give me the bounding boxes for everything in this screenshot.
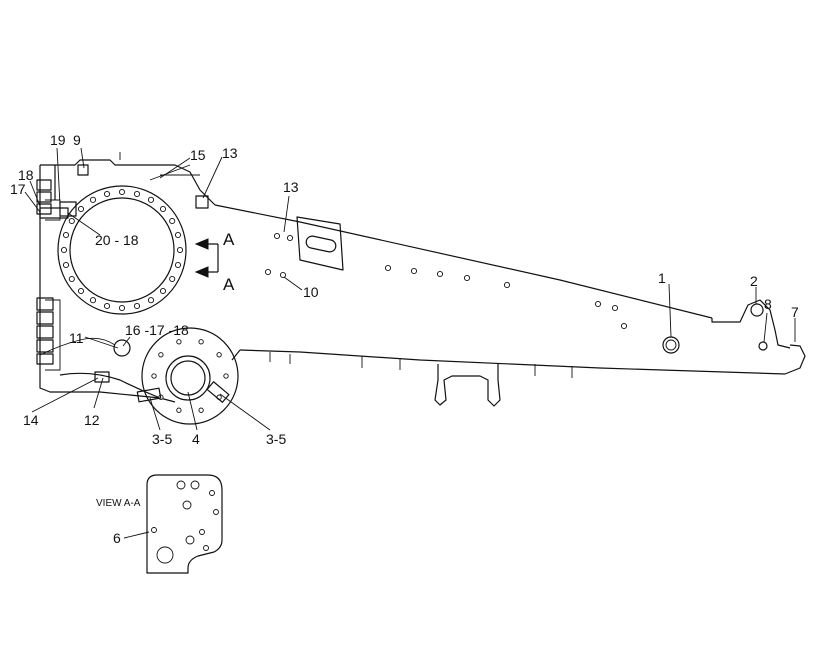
bolt-hole bbox=[198, 407, 204, 413]
arm-hole bbox=[279, 271, 287, 279]
arm-hole bbox=[594, 300, 602, 308]
bolt-hole bbox=[216, 352, 222, 358]
fittings bbox=[77, 164, 230, 403]
callout-4: 4 bbox=[192, 431, 200, 447]
arm-hole bbox=[436, 270, 444, 278]
bolt-hole bbox=[103, 190, 111, 198]
callout-labels: 1 2 7 8 9 10 11 12 13 13 14 15 16 -17 -1… bbox=[10, 132, 799, 546]
bolt-hole bbox=[68, 217, 75, 225]
bolt-hole bbox=[176, 246, 184, 254]
callout-7: 7 bbox=[791, 304, 799, 320]
arm-hole bbox=[611, 304, 619, 312]
arm-hole bbox=[264, 268, 272, 276]
bolt-hole bbox=[133, 302, 141, 310]
bolt-hole bbox=[174, 261, 182, 269]
bolt-hole bbox=[151, 373, 157, 379]
bolt-hole bbox=[174, 231, 182, 239]
small-bore-flange bbox=[141, 327, 239, 425]
callout-14: 14 bbox=[23, 412, 39, 428]
callout-15: 15 bbox=[190, 147, 206, 163]
section-arrow-top-label: A bbox=[223, 230, 235, 249]
bolt-hole bbox=[103, 302, 111, 310]
bolt-hole bbox=[68, 275, 75, 283]
arm-hole bbox=[620, 322, 628, 330]
bolt-hole bbox=[60, 246, 68, 254]
view-label: VIEW A-A bbox=[96, 498, 141, 509]
bolt-hole bbox=[198, 339, 204, 345]
bolt-hole bbox=[223, 373, 229, 379]
arm-hole bbox=[273, 232, 281, 240]
callout-13-top: 13 bbox=[222, 145, 238, 161]
arm-holes bbox=[264, 232, 628, 330]
large-bore-flange bbox=[57, 185, 187, 315]
bolt-hole bbox=[147, 196, 155, 203]
bolt-hole bbox=[62, 231, 70, 239]
bolt-hole bbox=[169, 217, 176, 225]
view-a-a-detail: VIEW A-A bbox=[96, 474, 223, 574]
callout-12: 12 bbox=[84, 412, 100, 428]
bolt-hole bbox=[158, 352, 164, 358]
bolt-hole bbox=[77, 287, 85, 295]
bolt-hole bbox=[118, 304, 126, 312]
bolt-hole bbox=[77, 205, 85, 213]
arm-hole bbox=[286, 234, 294, 242]
frame-outline bbox=[39, 152, 806, 403]
bolt-hole bbox=[159, 205, 167, 213]
leaders bbox=[24, 147, 796, 539]
left-bracket-bottom bbox=[36, 297, 54, 365]
callout-11: 11 bbox=[69, 330, 84, 346]
pin-bores bbox=[662, 303, 768, 354]
callout-19: 19 bbox=[50, 132, 66, 148]
callout-9: 9 bbox=[73, 132, 81, 148]
bolt-hole bbox=[62, 261, 70, 269]
callout-10: 10 bbox=[303, 284, 319, 300]
callout-3-5-right: 3-5 bbox=[266, 431, 286, 447]
bolt-hole bbox=[118, 188, 126, 196]
callout-1: 1 bbox=[658, 270, 666, 286]
section-arrow-bottom-label: A bbox=[223, 275, 235, 294]
callout-6: 6 bbox=[113, 530, 121, 546]
bolt-hole bbox=[89, 297, 97, 304]
callout-3-5-left: 3-5 bbox=[152, 431, 172, 447]
arm-hole bbox=[410, 267, 418, 275]
bolt-hole bbox=[89, 196, 97, 203]
section-arrows: A A bbox=[194, 230, 235, 294]
arm-hole bbox=[463, 274, 471, 282]
bolt-hole bbox=[176, 407, 182, 413]
arm-hole bbox=[503, 281, 511, 289]
bolt-hole bbox=[147, 297, 155, 304]
bolt-hole bbox=[176, 339, 182, 345]
callout-8: 8 bbox=[764, 296, 772, 312]
callout-2: 2 bbox=[750, 273, 758, 289]
arm-hole bbox=[384, 264, 392, 272]
callout-13-middle: 13 bbox=[283, 179, 299, 195]
mounting-plate bbox=[296, 216, 344, 271]
lower-lugs bbox=[269, 352, 573, 407]
callout-20-18: 20 - 18 bbox=[95, 232, 139, 248]
callout-16-17-18: 16 -17 -18 bbox=[125, 322, 189, 338]
bolt-hole bbox=[169, 275, 176, 283]
callout-17: 17 bbox=[10, 181, 26, 197]
callout-18: 18 bbox=[18, 167, 34, 183]
bolt-hole bbox=[133, 190, 141, 198]
bolt-hole bbox=[159, 287, 167, 295]
